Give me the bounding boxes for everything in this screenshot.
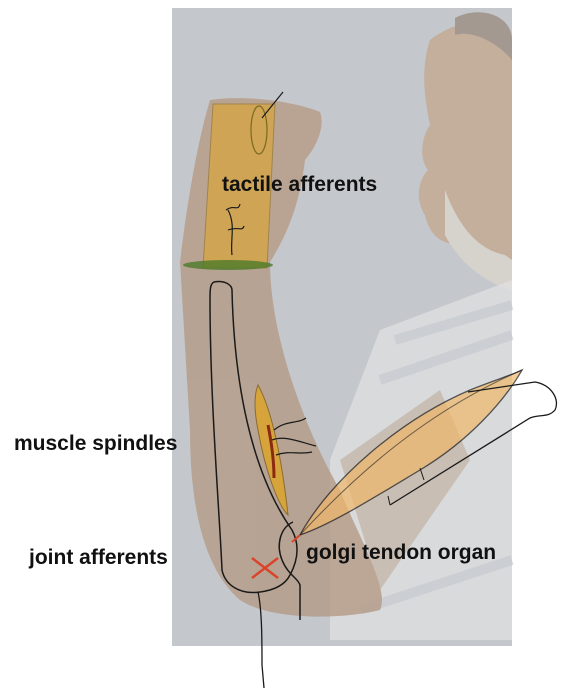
label-tactile-afferents: tactile afferents (222, 173, 377, 197)
label-joint-afferents: joint afferents (29, 546, 168, 570)
label-golgi-tendon-organ: golgi tendon organ (306, 541, 496, 565)
label-muscle-spindles: muscle spindles (14, 432, 177, 456)
